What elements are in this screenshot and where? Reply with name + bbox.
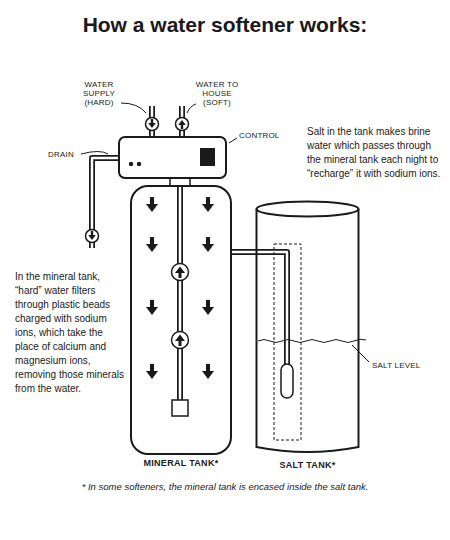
- salt-tank: SALT TANK*: [255, 200, 360, 455]
- control-head: [119, 137, 226, 178]
- explanation-note: In the mineral tank, “hard” water filter…: [15, 270, 127, 396]
- pipes: [92, 106, 287, 400]
- downflow-arrows: [146, 197, 214, 379]
- tank-label: MINERAL TANK*: [102, 458, 260, 468]
- float-valve: [281, 364, 293, 398]
- control-dot: [129, 162, 133, 166]
- tank-label: SALT TANK*: [225, 460, 390, 470]
- control-display: [200, 148, 215, 166]
- footnote: * In some softeners, the mineral tank is…: [0, 481, 450, 492]
- explanation-note: Salt in the tank makes brine water which…: [307, 125, 443, 181]
- pipe-bore: [231, 251, 256, 254]
- pipe-label: DRAIN: [48, 150, 80, 159]
- control-dot: [137, 162, 141, 166]
- part-label: SALT LEVEL: [372, 361, 432, 370]
- flow-arrows: [88, 119, 186, 346]
- pipe-wall: [231, 249, 256, 255]
- pipe-label: WATER TO HOUSE (SOFT): [192, 80, 242, 107]
- cylinder-outline: [255, 200, 360, 455]
- mineral-tank: MINERAL TANK*: [130, 185, 232, 455]
- distributor-basket: [172, 400, 188, 416]
- cylinder-rim: [257, 202, 359, 217]
- salt-level-line: [258, 339, 366, 342]
- pipe-label: WATER SUPPLY (HARD): [76, 80, 122, 107]
- cylinder-body: [257, 209, 359, 452]
- brine-pipe: [231, 252, 256, 253]
- part-label: CONTROL: [239, 131, 289, 140]
- diagram-title: How a water softener works:: [0, 13, 450, 37]
